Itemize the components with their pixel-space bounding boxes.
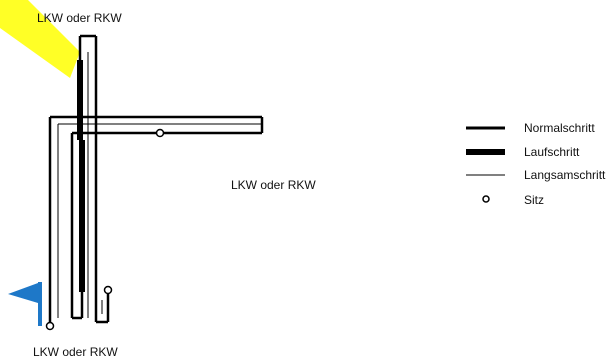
- label-top-vehicle: LKW oder RKW: [37, 11, 122, 25]
- legend-lauf-label: Laufschritt: [524, 145, 580, 159]
- track-right-lower: [87, 142, 110, 324]
- track-top-vertical: [77, 34, 98, 142]
- track-horizontal: [50, 115, 264, 135]
- legend-sitz-icon: [482, 195, 490, 203]
- sitz-marker-hook: [103, 285, 113, 295]
- legend-symbols: [466, 126, 505, 203]
- legend-normal-label: Normalschritt: [524, 121, 595, 135]
- legend-sitz-label: Sitz: [524, 193, 545, 207]
- flag-icon: [8, 282, 42, 326]
- label-right-vehicle: LKW oder RKW: [231, 178, 316, 192]
- legend-langsam-label: Langsamschritt: [524, 168, 606, 182]
- corner-highlight: [0, 0, 80, 78]
- sitz-marker-bottom-left: [45, 321, 55, 331]
- sitz-marker-horizontal: [155, 128, 165, 138]
- track-left-vertical: [48, 117, 85, 322]
- label-bottom-vehicle: LKW oder RKW: [33, 345, 118, 359]
